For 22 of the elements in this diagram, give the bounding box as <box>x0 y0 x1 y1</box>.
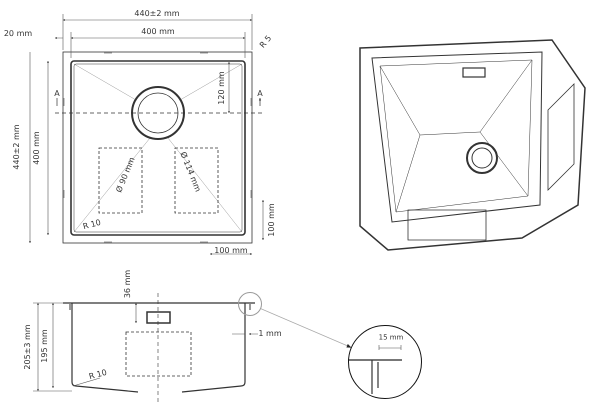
dimension-label: 100 mm <box>214 247 248 255</box>
dimension-label: 20 mm <box>4 30 32 38</box>
dimension-label: R 5 <box>258 34 274 50</box>
dimension-label: R 10 <box>82 218 102 232</box>
dimension-label: 440±2 mm <box>13 124 21 170</box>
dimension-label: 36 mm <box>124 270 132 298</box>
dimension-label: 400 mm <box>33 131 41 165</box>
dimension-label: Ø 114 mm <box>178 150 202 194</box>
leader-arrow <box>260 308 352 348</box>
dimension-label: R 10 <box>88 368 108 382</box>
detail-circle <box>238 292 262 316</box>
detail-magnifier-circle <box>348 325 422 399</box>
dimension-label: 400 mm <box>141 28 175 36</box>
section-mark: A <box>54 90 60 98</box>
section-mark: A <box>257 90 263 98</box>
dimension-label: Ø 90 mm <box>115 156 137 194</box>
dimension-label: 100 mm <box>268 203 276 237</box>
dimension-label: 1 mm <box>258 330 282 338</box>
dimension-label: 440±2 mm <box>134 10 180 18</box>
dimension-label: 195 mm <box>41 329 49 363</box>
dimension-label: 120 mm <box>218 71 226 105</box>
dimension-label: 205±3 mm <box>24 324 32 370</box>
